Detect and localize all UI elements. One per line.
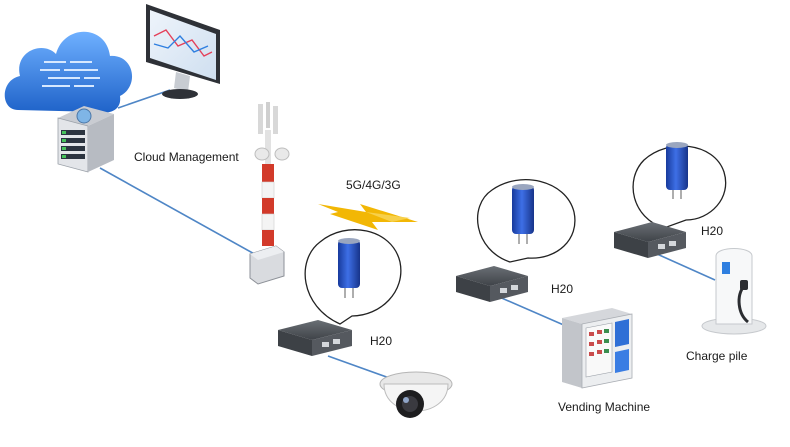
cloud-server-icon — [57, 106, 114, 173]
link-server-to-monitor — [117, 89, 171, 109]
link-router-to-camera — [327, 355, 396, 381]
link-router-to-vending — [496, 295, 567, 327]
cell-tower-icon — [249, 102, 290, 285]
dome-camera-icon — [379, 371, 453, 418]
label-h20-camera: H20 — [370, 334, 392, 348]
capacitor-icon — [666, 142, 688, 199]
label-cloud-management: Cloud Management — [134, 150, 239, 164]
h20-router-vending — [456, 179, 576, 302]
h20-router-camera — [278, 229, 402, 356]
h20-router-charge — [614, 142, 727, 258]
wireless-signal-icon — [318, 204, 418, 230]
link-router-to-charger — [656, 253, 716, 281]
charge-pile-icon — [701, 248, 767, 335]
label-charge-pile: Charge pile — [686, 349, 748, 363]
cloud-icon — [4, 31, 133, 113]
capacitor-icon — [512, 184, 534, 244]
label-vending-machine: Vending Machine — [558, 400, 650, 414]
vending-machine-icon — [562, 308, 633, 389]
label-h20-vending: H20 — [551, 282, 573, 296]
capacitor-icon — [338, 238, 360, 298]
link-server-to-tower — [99, 167, 259, 257]
monitor-icon — [146, 4, 220, 99]
label-h20-charge: H20 — [701, 224, 723, 238]
label-network: 5G/4G/3G — [346, 178, 401, 192]
connection-lines — [99, 89, 716, 381]
